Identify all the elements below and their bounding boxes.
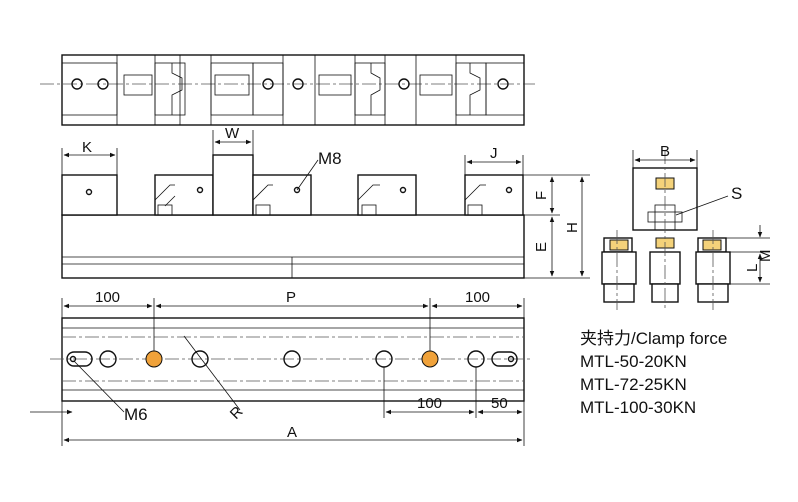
label-dim-100-bottom: 100 [417, 395, 442, 412]
label-m8: M8 [318, 149, 342, 168]
label-dim-100-left: 100 [95, 289, 120, 306]
bottom-view: 100 P 100 M6 R 100 50 A [30, 289, 530, 446]
label-h: H [564, 222, 581, 233]
side-view: B S L M [601, 143, 774, 310]
label-m: M [757, 250, 774, 263]
label-m6: M6 [124, 405, 148, 424]
label-f: F [533, 191, 550, 200]
spec-title: 夹持力/Clamp force [580, 329, 727, 348]
label-e: E [533, 242, 550, 252]
spec-row: MTL-50-20KN [580, 352, 687, 371]
label-a: A [287, 424, 297, 441]
top-jaw-3 [415, 54, 525, 126]
label-r: R [227, 403, 247, 423]
label-b: B [660, 143, 670, 160]
label-dim-50: 50 [491, 395, 508, 412]
label-s: S [731, 184, 742, 203]
label-k: K [82, 139, 92, 156]
top-view [40, 54, 535, 126]
label-w: W [225, 125, 240, 142]
label-j: J [490, 145, 498, 162]
spec-row: MTL-100-30KN [580, 398, 696, 417]
label-p: P [286, 289, 296, 306]
clamp-force-spec: 夹持力/Clamp force MTL-50-20KN MTL-72-25KN … [580, 329, 727, 417]
label-l: L [744, 264, 761, 272]
front-view: K W M8 J F E H [61, 125, 590, 279]
spec-row: MTL-72-25KN [580, 375, 687, 394]
top-jaw-1 [116, 54, 186, 126]
label-dim-100-right: 100 [465, 289, 490, 306]
